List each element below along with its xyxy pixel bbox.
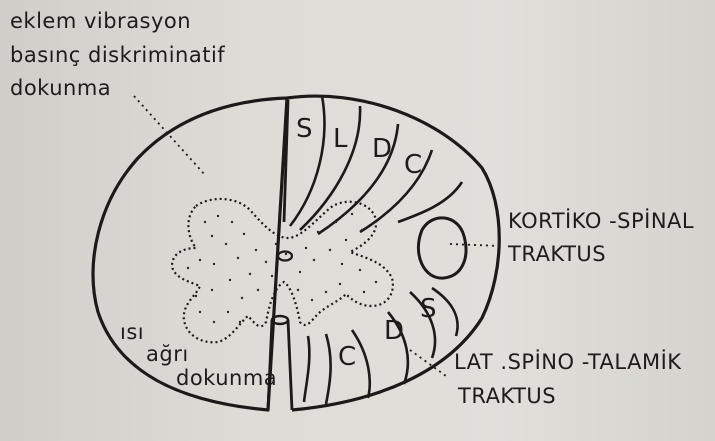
label-spinothalamic-line1: LAT .SPİNO -TALAMİK <box>454 350 682 374</box>
dorsal-segment-L: L <box>333 124 348 154</box>
lateral-segment-C: C <box>338 342 356 372</box>
corticospinal-tract-oval <box>418 218 466 278</box>
dorsal-segment-S: S <box>296 114 313 144</box>
label-corticospinal-line1: KORTİKO -SPİNAL <box>508 209 694 233</box>
lateral-segment-S: S <box>420 294 437 324</box>
lateral-segment-D: D <box>384 316 404 346</box>
gray-matter-stipple <box>187 213 377 323</box>
dorsal-segment-D: D <box>372 134 392 164</box>
lateral-segment-line-1 <box>304 336 309 402</box>
label-top-left-line1: eklem vibrasyon <box>10 9 191 33</box>
label-spinothalamic-line2: TRAKTUS <box>458 384 556 408</box>
label-top-left-line2: basınç diskriminatif <box>10 43 225 67</box>
pointer-top-left <box>134 96 206 176</box>
central-canal <box>278 252 292 261</box>
label-inner-line3: dokunma <box>176 366 277 390</box>
dorsal-segment-line-5 <box>398 182 462 222</box>
lateral-segment-line-2 <box>326 334 331 404</box>
label-corticospinal-line2: TRAKTUS <box>508 242 606 266</box>
label-top-left-line3: dokunma <box>10 76 111 100</box>
label-inner-line1: ısı <box>120 320 144 344</box>
pointer-corticospinal <box>450 244 500 246</box>
label-inner-line2: ağrı <box>146 342 189 366</box>
dorsal-segment-C: C <box>404 150 422 180</box>
